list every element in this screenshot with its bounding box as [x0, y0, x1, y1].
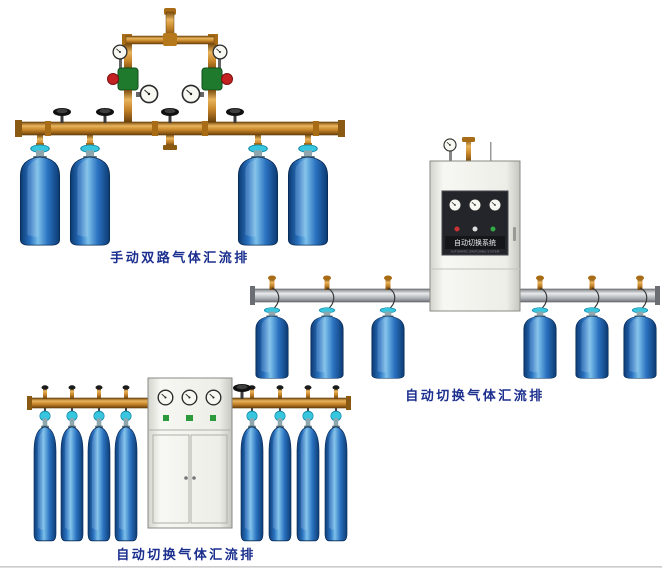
- manual-manifold-drawing: [14, 8, 346, 246]
- gas-cylinder: [114, 410, 138, 542]
- cabinet-door: [152, 434, 190, 524]
- door-handle: [192, 476, 196, 480]
- gas-cylinder: [69, 144, 111, 246]
- product-image-auto-switch-small: 自动切换系统 AUTOMATIC SWITCHING SYSTEM: [250, 137, 660, 382]
- gas-cylinder: [33, 410, 57, 542]
- valve-handwheel-icon: [53, 108, 71, 123]
- gauge-icon: [468, 198, 482, 212]
- gas-cylinder: [575, 307, 609, 379]
- gauge-icon: [448, 198, 462, 212]
- gauge-icon: [139, 84, 159, 104]
- cabinet-door: [190, 434, 228, 524]
- main-manifold-pipe: [14, 120, 346, 137]
- gauge-icon: [157, 389, 174, 406]
- indicator-light: [490, 226, 496, 232]
- indicator-light: [454, 226, 460, 232]
- gas-cylinder: [310, 307, 344, 379]
- gas-cylinder: [523, 307, 557, 379]
- gauge-icon: [181, 84, 201, 104]
- cabinet-subtitle-text: AUTOMATIC SWITCHING SYSTEM: [451, 250, 500, 254]
- bottom-divider: [0, 566, 662, 568]
- control-cabinet: [147, 377, 233, 529]
- auto-manifold-large-drawing: [27, 377, 351, 542]
- valve-handwheel-icon: [233, 384, 251, 399]
- valve-handwheel-icon: [226, 108, 244, 123]
- product-label-auto-switch-small: 自动切换气体汇流排: [405, 389, 545, 404]
- gas-cylinder: [255, 307, 289, 379]
- regulator-knob: [221, 73, 233, 85]
- control-button: [186, 415, 193, 421]
- gauge-icon: [443, 138, 457, 152]
- top-inlet-pipe: [122, 8, 218, 72]
- gauge-icon: [181, 389, 198, 406]
- gas-cylinder: [19, 144, 61, 246]
- cylinder-valve-risers: [41, 385, 340, 399]
- control-cabinet: 自动切换系统 AUTOMATIC SWITCHING SYSTEM: [429, 160, 521, 312]
- gas-cylinder: [240, 410, 264, 542]
- gauge-icon: [488, 198, 502, 212]
- product-image-manual-dual-manifold: [14, 8, 346, 248]
- product-label-manual-dual-manifold: 手动双路气体汇流排: [110, 251, 250, 266]
- gas-cylinder: [268, 410, 292, 542]
- gas-cylinder: [324, 410, 348, 542]
- gas-cylinder: [623, 307, 657, 379]
- indicator-light: [472, 226, 478, 232]
- gas-cylinder: [87, 410, 111, 542]
- gauge-icon: [205, 389, 222, 406]
- control-button: [210, 415, 216, 421]
- pressure-regulator-left: [107, 44, 159, 122]
- gas-cylinder: [60, 410, 84, 542]
- cylinder-fittings: [268, 275, 644, 290]
- auto-manifold-small-drawing: 自动切换系统 AUTOMATIC SWITCHING SYSTEM: [250, 137, 660, 379]
- gauge-icon: [112, 44, 128, 60]
- valve-handwheel-icon: [96, 108, 114, 123]
- control-button: [163, 415, 169, 421]
- cabinet-top-pipe: [443, 137, 492, 163]
- cabinet-handle: [513, 227, 516, 241]
- door-handle: [184, 476, 188, 480]
- center-outlet-fitting: [163, 135, 177, 150]
- valve-handwheel-icon: [161, 108, 179, 123]
- cabinet-title-text: 自动切换系统: [454, 238, 496, 247]
- gas-cylinder: [371, 307, 405, 379]
- product-label-auto-switch-large: 自动切换气体汇流排: [116, 548, 256, 563]
- regulator-knob: [107, 73, 119, 85]
- gauge-icon: [212, 44, 228, 60]
- product-image-auto-switch-large: [20, 372, 352, 544]
- pressure-regulator-right: [181, 44, 233, 122]
- gas-cylinder: [296, 410, 320, 542]
